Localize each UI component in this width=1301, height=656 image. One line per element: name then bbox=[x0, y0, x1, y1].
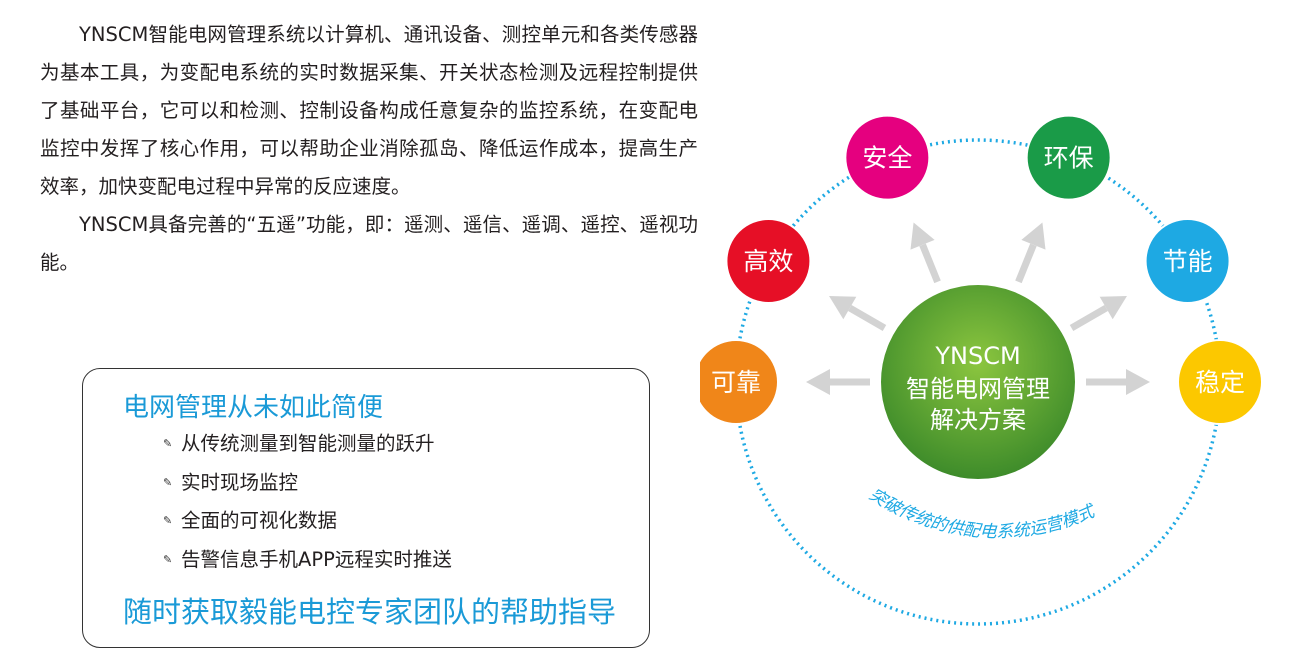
node-eco-label: 环保 bbox=[1044, 144, 1094, 173]
intro-text: YNSCM智能电网管理系统以计算机、通讯设备、测控单元和各类传感器为基本工具，为… bbox=[40, 16, 698, 282]
arrow-head bbox=[1099, 296, 1127, 320]
arrow-shaft bbox=[848, 304, 887, 332]
feature-item: ✎ 全面的可视化数据 bbox=[163, 502, 452, 541]
arrow-head bbox=[1126, 369, 1150, 395]
ring-caption: 突破传统的供配电系统运营模式 bbox=[865, 485, 1099, 543]
node-reliable-label: 可靠 bbox=[711, 368, 761, 397]
center-subtitle-2: 解决方案 bbox=[930, 406, 1026, 434]
bullet-icon: ✎ bbox=[163, 552, 173, 566]
feature-box-title: 电网管理从未如此简便 bbox=[123, 393, 384, 423]
node-efficient-circle bbox=[725, 218, 812, 304]
arrow-shaft bbox=[1015, 243, 1037, 284]
arrow-head bbox=[829, 296, 857, 320]
bullet-icon: ✎ bbox=[163, 514, 173, 527]
node-energy-label: 节能 bbox=[1163, 247, 1213, 276]
arrow-group bbox=[806, 222, 1150, 395]
node-stable-circle bbox=[1177, 339, 1263, 425]
bullet-icon: ✎ bbox=[163, 475, 173, 489]
bullet-icon: ✎ bbox=[163, 437, 173, 450]
node-reliable-circle bbox=[700, 339, 779, 425]
node-efficient-label: 高效 bbox=[743, 247, 793, 276]
center-title: YNSCM bbox=[934, 342, 1020, 370]
node-energy-circle bbox=[1144, 218, 1231, 304]
node-safety-circle bbox=[844, 114, 931, 201]
feature-item-label: 从传统测量到智能测量的跃升 bbox=[181, 432, 435, 455]
feature-item-label: 告警信息手机APP远程实时推送 bbox=[181, 547, 452, 571]
feature-item: ✎ 从传统测量到智能测量的跃升 bbox=[163, 425, 452, 464]
node-safety-label: 安全 bbox=[862, 144, 912, 173]
node-stable-label: 稳定 bbox=[1195, 368, 1245, 397]
ring-caption-path: 突破传统的供配电系统运营模式 bbox=[865, 485, 1099, 543]
feature-item-label: 实时现场监控 bbox=[181, 470, 299, 494]
feature-list: ✎ 从传统测量到智能测量的跃升 ✎ 实时现场监控 ✎ 全面的可视化数据 ✎ 告警信息手机… bbox=[163, 425, 452, 579]
feature-item-label: 全面的可视化数据 bbox=[181, 509, 338, 532]
feature-item: ✎ 告警信息手机APP远程实时推送 bbox=[163, 541, 452, 580]
arrow-head bbox=[1021, 222, 1046, 250]
node-eco-circle bbox=[1025, 114, 1112, 201]
intro-paragraph-1: YNSCM智能电网管理系统以计算机、通讯设备、测控单元和各类传感器为基本工具，为… bbox=[40, 23, 698, 198]
intro-paragraph-2: YNSCM具备完善的“五遥”功能，即：遥测、遥信、遥调、遥控、遥视功能。 bbox=[40, 213, 698, 274]
center-subtitle: 智能电网管理 bbox=[906, 375, 1050, 403]
feature-box-footer: 随时获取毅能电控专家团队的帮助指导 bbox=[123, 595, 617, 629]
arrow-head bbox=[806, 369, 830, 395]
center-circle bbox=[879, 283, 1077, 481]
arrow-shaft bbox=[1069, 304, 1108, 332]
feature-box: 电网管理从未如此简便 ✎ 从传统测量到智能测量的跃升 ✎ 实时现场监控 ✎ 全面的可视… bbox=[82, 368, 650, 648]
arrow-head bbox=[910, 222, 935, 250]
arrow-shaft bbox=[919, 243, 941, 284]
feature-item: ✎ 实时现场监控 bbox=[163, 464, 452, 503]
